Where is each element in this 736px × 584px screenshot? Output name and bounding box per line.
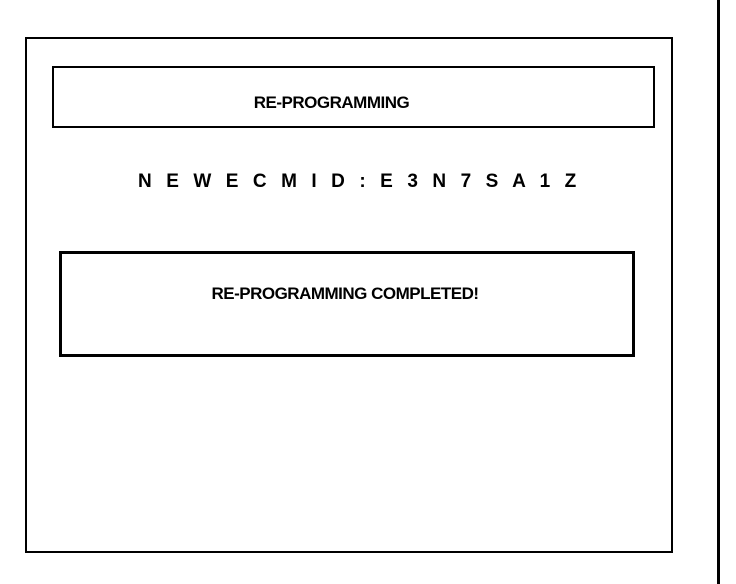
status-box: RE-PROGRAMMING COMPLETED! — [59, 251, 635, 357]
new-ecm-id-value: N E W E C M I D : E 3 N 7 S A 1 Z — [138, 171, 581, 192]
title-box: RE-PROGRAMMING — [52, 66, 655, 128]
right-edge-line — [717, 0, 720, 584]
screen-frame: RE-PROGRAMMING N E W E C M I D : E 3 N 7… — [25, 37, 673, 553]
new-ecm-id-text: N E W E C M I D : E 3 N 7 S A 1 Z — [138, 171, 581, 193]
status-message: RE-PROGRAMMING COMPLETED! — [211, 284, 479, 303]
page-title: RE-PROGRAMMING — [253, 93, 410, 112]
